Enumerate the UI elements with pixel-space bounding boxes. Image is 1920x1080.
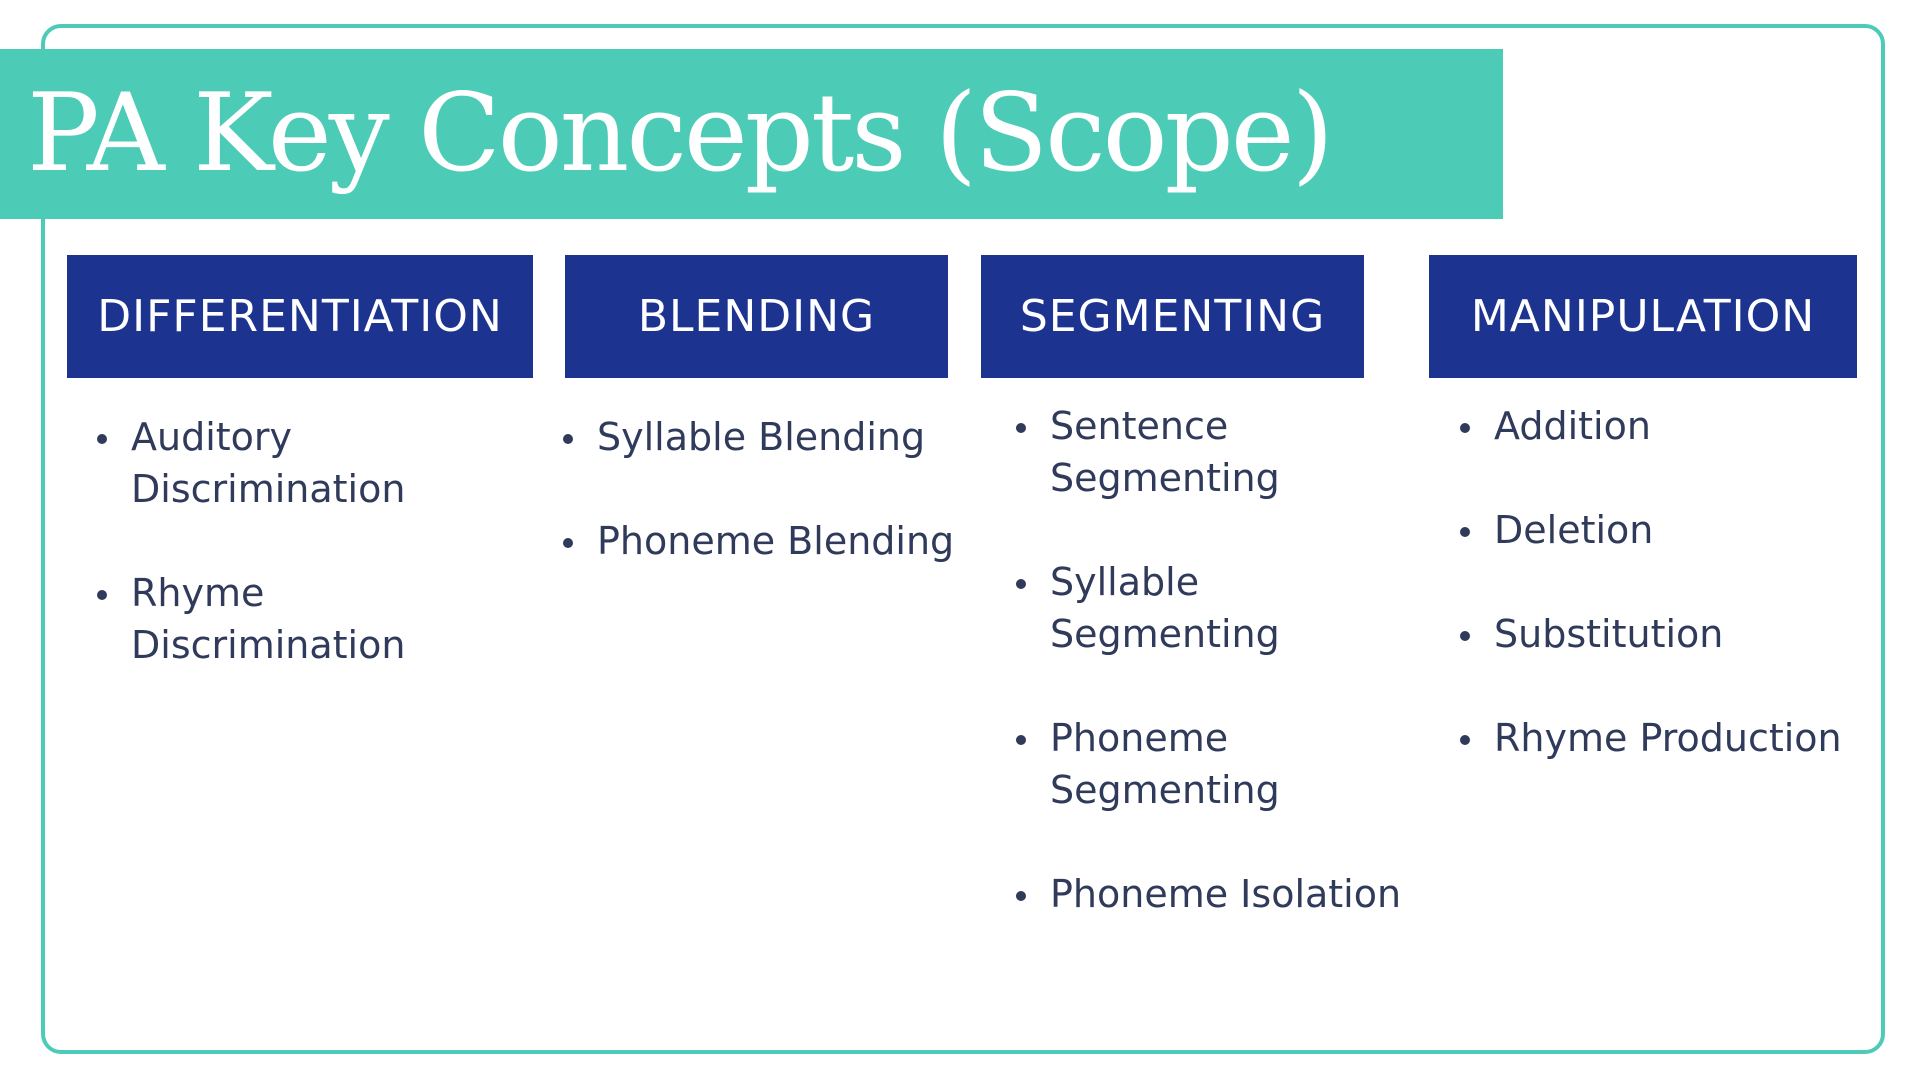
- list-item-text: Sentence Segmenting: [1050, 404, 1280, 500]
- list-item: Rhyme Discrimination: [97, 567, 431, 671]
- list-item: Rhyme Production: [1460, 712, 1880, 764]
- list-segmenting: Sentence Segmenting Syllable Segmenting …: [1016, 400, 1416, 972]
- list-item-text: Syllable Blending: [597, 415, 926, 459]
- list-differentiation: Auditory Discrimination Rhyme Discrimina…: [97, 411, 497, 723]
- list-item: Syllable Blending: [563, 411, 983, 463]
- title-banner: PA Key Concepts (Scope): [0, 49, 1503, 219]
- list-item: Sentence Segmenting: [1016, 400, 1310, 504]
- list-item-text: Phoneme Blending: [597, 519, 955, 563]
- list-item: Phoneme Segmenting: [1016, 712, 1310, 816]
- list-item: Phoneme Isolation: [1016, 868, 1416, 920]
- list-item-text: Rhyme Production: [1494, 716, 1842, 760]
- column-header-differentiation: DIFFERENTIATION: [67, 255, 533, 378]
- list-item: Addition: [1460, 400, 1880, 452]
- list-item: Syllable Segmenting: [1016, 556, 1310, 660]
- list-item: Phoneme Blending: [563, 515, 983, 567]
- list-item-text: Addition: [1494, 404, 1651, 448]
- list-item: Deletion: [1460, 504, 1880, 556]
- column-header-blending: BLENDING: [565, 255, 948, 378]
- column-header-segmenting: SEGMENTING: [981, 255, 1364, 378]
- list-item: Auditory Discrimination: [97, 411, 431, 515]
- page-title: PA Key Concepts (Scope): [27, 71, 1334, 196]
- column-header-manipulation: MANIPULATION: [1429, 255, 1857, 378]
- list-item: Substitution: [1460, 608, 1880, 660]
- list-item-text: Rhyme Discrimination: [131, 571, 406, 667]
- list-blending: Syllable Blending Phoneme Blending: [563, 411, 983, 619]
- list-item-text: Auditory Discrimination: [131, 415, 406, 511]
- list-item-text: Substitution: [1494, 612, 1724, 656]
- list-item-text: Phoneme Segmenting: [1050, 716, 1280, 812]
- list-item-text: Deletion: [1494, 508, 1654, 552]
- list-item-text: Syllable Segmenting: [1050, 560, 1280, 656]
- list-item-text: Phoneme Isolation: [1050, 872, 1402, 916]
- list-manipulation: Addition Deletion Substitution Rhyme Pro…: [1460, 400, 1880, 816]
